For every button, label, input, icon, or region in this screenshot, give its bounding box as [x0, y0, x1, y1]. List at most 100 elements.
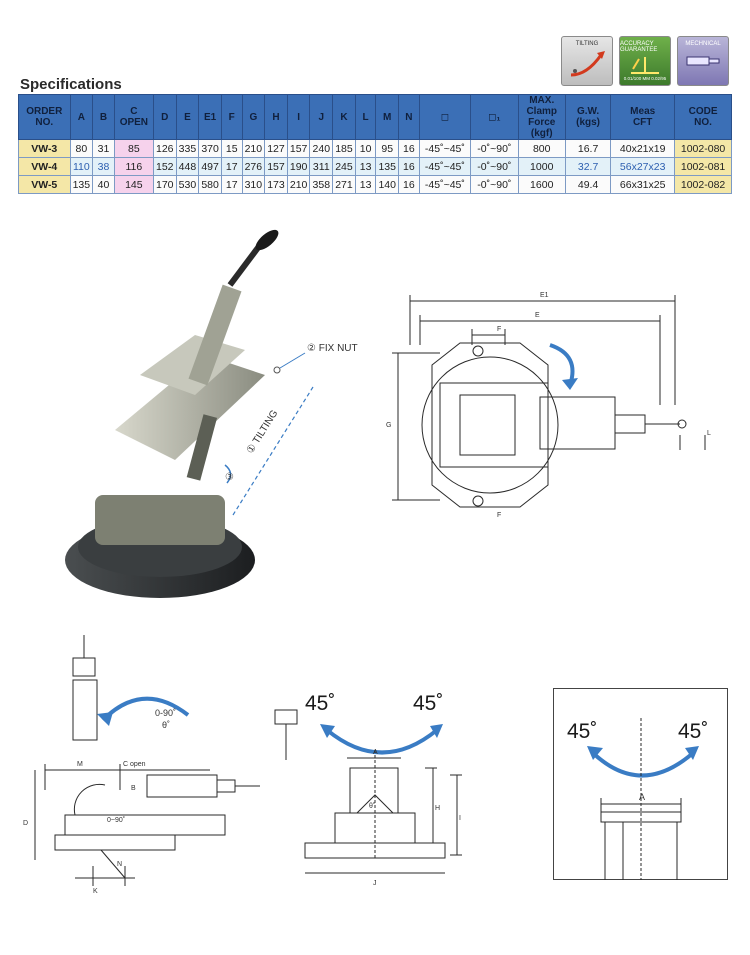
dim-f-bottom: F: [497, 512, 501, 519]
th-h: H: [264, 94, 288, 140]
spec-cell: 1002-080: [674, 139, 732, 158]
spec-cell: VW-4: [18, 157, 71, 176]
spec-cell: 1600: [517, 175, 566, 194]
th-a: A: [69, 94, 94, 140]
spec-cell: -45˚~45˚: [418, 175, 472, 194]
swivel-arrow-icon: [224, 464, 232, 484]
spec-cell: -45˚~45˚: [418, 157, 472, 176]
th-f: F: [220, 94, 243, 140]
dim-c-open: C open: [123, 761, 146, 768]
dim-a-detail: A: [639, 792, 645, 802]
accuracy-badge: ACCURACY GUARANTEE 0.01/100 MM 0.02/95: [619, 36, 671, 86]
side-theta-label: θ˚: [162, 720, 170, 730]
vise-photo: [65, 229, 314, 598]
vise-tilt-arm: [186, 414, 218, 481]
th-j: J: [309, 94, 334, 140]
spec-cell: 38: [92, 157, 115, 176]
spec-cell: 10: [354, 139, 377, 158]
spec-cell: 370: [198, 139, 222, 158]
th-m: M: [375, 94, 400, 140]
spec-cell: 126: [152, 139, 177, 158]
spec-cell: 15: [220, 139, 243, 158]
spec-cell: 173: [264, 175, 288, 194]
spec-cell: 157: [264, 157, 288, 176]
dim-g: G: [386, 422, 391, 429]
th-n: N: [398, 94, 420, 140]
spec-cell: 13: [354, 175, 377, 194]
dim-i: I: [459, 815, 461, 822]
spec-cell: -0˚~90˚: [470, 157, 519, 176]
spec-cell: 135: [69, 175, 94, 194]
top-view-drawing: E1 E F F G L: [386, 292, 711, 519]
dim-e1: E1: [540, 292, 549, 299]
spec-cell: 1000: [517, 157, 566, 176]
spec-cell: 530: [175, 175, 200, 194]
tilting-badge-label: TILTING: [575, 41, 599, 47]
spec-cell: 448: [175, 157, 200, 176]
rotate-arrow-icon: [549, 343, 575, 386]
side-angle-label: 0-90˚: [155, 708, 176, 718]
spec-cell: 1002-082: [674, 175, 732, 194]
spec-cell: 335: [175, 139, 200, 158]
spec-cell: 185: [332, 139, 356, 158]
spec-cell: 145: [113, 175, 154, 194]
spec-cell: 49.4: [564, 175, 612, 194]
fix-nut-leader: [279, 352, 306, 369]
spec-cell: 40x21x19: [610, 139, 676, 158]
spec-cell: 116: [113, 157, 154, 176]
spec-cell: VW-3: [18, 139, 71, 158]
spec-cell: 16.7: [564, 139, 612, 158]
th-e: E: [175, 94, 200, 140]
spec-cell: 800: [517, 139, 566, 158]
th-k: K: [332, 94, 356, 140]
dim-e: E: [535, 312, 540, 319]
spec-cell: 580: [198, 175, 222, 194]
spec-cell: 95: [375, 139, 400, 158]
front-left-deg: 45˚: [305, 692, 335, 715]
dim-l: L: [707, 430, 711, 437]
dim-k: K: [93, 888, 98, 895]
spec-cell: 245: [332, 157, 356, 176]
tilting-badge: TILTING: [561, 36, 613, 86]
spec-cell: 85: [113, 139, 154, 158]
th-tilt-angle: ◻₁: [470, 94, 519, 140]
dim-m: M: [77, 761, 83, 768]
mechnical-badge: MECHNICAL: [677, 36, 729, 86]
th-g: G: [241, 94, 266, 140]
spec-cell: 210: [241, 139, 266, 158]
vise-body: [115, 355, 265, 460]
accuracy-icon: [631, 57, 659, 74]
spec-cell: -0˚~90˚: [470, 139, 519, 158]
front-theta: θ˚: [369, 802, 375, 810]
dim-n: N: [117, 861, 122, 868]
spec-cell: 170: [152, 175, 177, 194]
th-gw: G.W.(kgs): [564, 94, 612, 140]
tilting-icon: [570, 51, 605, 77]
vise-screw: [188, 284, 242, 386]
spec-cell: 358: [309, 175, 334, 194]
spec-cell: 210: [286, 175, 311, 194]
spec-cell: 311: [309, 157, 334, 176]
spec-cell: 140: [375, 175, 400, 194]
front-right-deg: 45˚: [413, 692, 443, 715]
detail-swing-arrow-icon: [591, 751, 695, 778]
feature-badges: TILTING ACCURACY GUARANTEE 0.01/100 MM 0…: [561, 36, 729, 86]
inner-angle-label: 0~90˚: [107, 816, 125, 824]
spec-cell: 240: [309, 139, 334, 158]
th-d: D: [152, 94, 177, 140]
spec-cell: -45˚~45˚: [418, 139, 472, 158]
spec-cell: 110: [69, 157, 94, 176]
spec-cell: 32.7: [564, 157, 612, 176]
detail-right-deg: 45˚: [678, 720, 708, 743]
swivel-label: ③: [225, 472, 234, 483]
spec-cell: 1002-081: [674, 157, 732, 176]
